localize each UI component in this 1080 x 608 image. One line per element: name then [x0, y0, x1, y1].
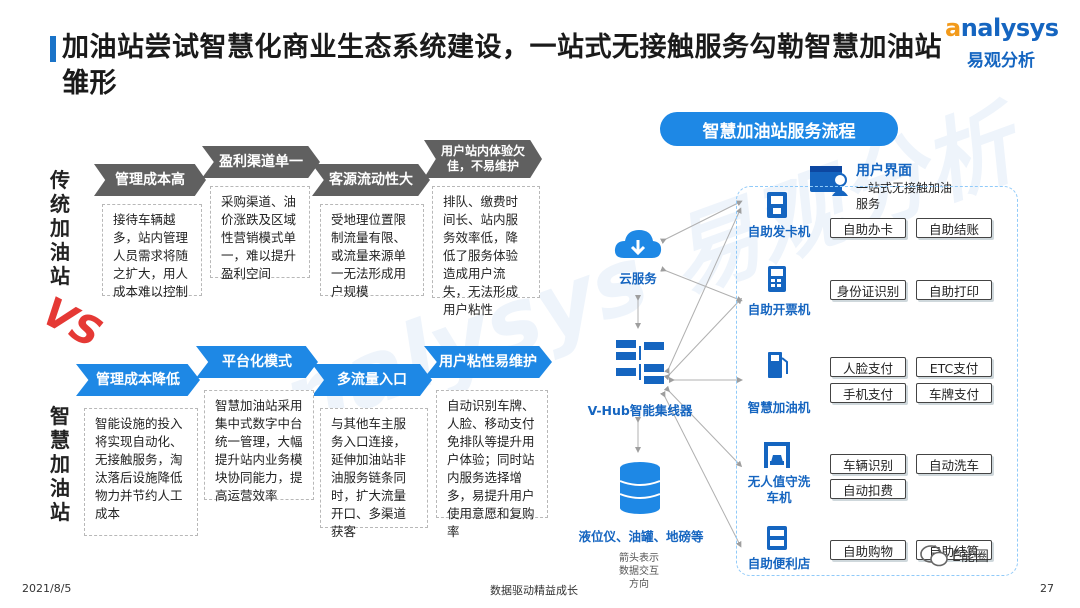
func-vehicle-recognition: 车辆识别	[830, 454, 906, 474]
func-auto-charge: 自动扣费	[830, 479, 906, 499]
device-card-machine-label: 自助发卡机	[747, 224, 811, 239]
func-plate-pay: 车牌支付	[916, 383, 992, 403]
func-self-shopping: 自助购物	[830, 540, 906, 560]
hub-label: V-Hub智能集线器	[587, 403, 693, 418]
smart-tag-1: 管理成本降低	[76, 364, 200, 396]
device-convenience-store-label: 自助便利店	[747, 556, 811, 571]
hub-icon	[616, 340, 664, 384]
footer-slogan: 数据驱动精益成长	[490, 584, 578, 597]
logo-chinese: 易观分析	[967, 51, 1035, 71]
func-mobile-pay: 手机支付	[830, 383, 906, 403]
analysys-logo: analysys 易观分析	[945, 14, 1065, 74]
page-number: 27	[1040, 582, 1054, 595]
func-self-checkout: 自助结账	[916, 218, 992, 238]
trad-tag-2: 盈利渠道单一	[202, 146, 320, 178]
title-accent-bar	[50, 36, 56, 62]
arrow-note: 箭头表示数据交互方向	[619, 553, 659, 590]
wechat-watermark: E能圈	[920, 545, 989, 567]
convenience-store-icon	[767, 526, 787, 550]
device-car-wash-label: 无人值守洗车机	[747, 474, 811, 505]
logo-english: analysys	[945, 14, 1059, 42]
func-auto-wash: 自动洗车	[916, 454, 992, 474]
trad-box-1: 接待车辆越多，站内管理人员需求将随之扩大，用人成本难以控制	[102, 204, 202, 299]
wechat-account-name: E能圈	[952, 549, 989, 565]
func-id-recognition: 身份证识别	[830, 280, 906, 300]
sensor-devices-label: 液位仪、油罐、地磅等	[578, 529, 704, 544]
smart-box-2: 智慧加油站采用集中式数字中台统一管理，大幅提升站内业务模块协同能力，提高运营效率	[204, 390, 314, 503]
invoice-machine-icon	[768, 266, 786, 292]
smart-box-4: 自动识别车牌、人脸、移动支付免排队等提升用户体验；同时站内服务选择增多，易提升用…	[436, 390, 548, 539]
device-invoice-machine-label: 自助开票机	[747, 302, 811, 317]
user-interface-subtitle: 一站式无接触加油服务	[856, 181, 953, 211]
page-title: 加油站尝试智慧化商业生态系统建设，一站式无接触服务勾勒智慧加油站雏形	[62, 32, 942, 99]
smart-box-1: 智能设施的投入将实现自动化、无接触服务，淘汰落后设施降低物力并节约人工成本	[84, 408, 198, 536]
wechat-icon	[920, 545, 948, 567]
smart-tag-2: 平台化模式	[196, 346, 318, 378]
func-self-card: 自助办卡	[830, 218, 906, 238]
trad-box-3: 受地理位置限制流量有限、或流量来源单一无法形成用户规模	[320, 204, 424, 299]
user-interface-icon	[810, 166, 848, 196]
trad-tag-1: 管理成本高	[94, 164, 206, 196]
smart-tag-3: 多流量入口	[312, 364, 432, 396]
func-etc-pay: ETC支付	[916, 357, 992, 377]
trad-box-4: 排队、缴费时间长、站内服务效率低，降低了服务体验造成用户流失，无法形成用户粘性	[432, 186, 540, 317]
smart-station-label: 智慧加油站	[50, 404, 70, 524]
flow-title: 智慧加油站服务流程	[660, 112, 898, 146]
device-fuel-dispenser-label: 智慧加油机	[747, 400, 811, 415]
user-interface-title: 用户界面	[856, 163, 912, 179]
database-icon	[619, 462, 661, 514]
devices-panel	[736, 186, 1018, 576]
smart-tag-4: 用户粘性易维护	[424, 346, 552, 378]
footer-date: 2021/8/5	[22, 582, 72, 595]
cloud-icon	[614, 230, 662, 258]
trad-box-2: 采购渠道、油价涨跌及区域性营销模式单一，难以提升盈利空间	[210, 186, 310, 281]
fuel-dispenser-icon	[768, 352, 788, 378]
trad-tag-3: 客源流动性大	[312, 164, 430, 196]
cloud-service-label: 云服务	[619, 271, 657, 286]
vs-label: VS	[34, 288, 110, 358]
car-wash-icon	[764, 442, 790, 468]
trad-tag-4: 用户站内体验欠佳，不易维护	[424, 140, 542, 178]
func-self-print: 自助打印	[916, 280, 992, 300]
traditional-station-label: 传统加油站	[50, 168, 70, 288]
card-machine-icon	[767, 192, 787, 218]
smart-box-3: 与其他车主服务入口连接，延伸加油站非油服务链条同时，扩大流量开口、多渠道获客	[320, 408, 428, 539]
func-face-pay: 人脸支付	[830, 357, 906, 377]
